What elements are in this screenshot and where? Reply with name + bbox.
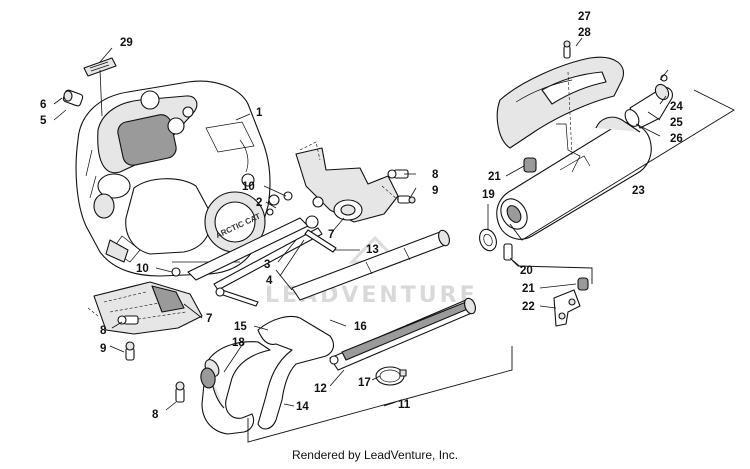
- callout-10-upper: 10: [242, 181, 255, 193]
- callout-26: 26: [670, 133, 683, 145]
- pipe-part-13[interactable]: [291, 229, 451, 301]
- callout-5: 5: [40, 115, 47, 127]
- gasket-part-19[interactable]: [477, 227, 500, 253]
- callout-24: 24: [670, 101, 683, 113]
- callout-8-upper: 8: [432, 169, 439, 181]
- callout-25: 25: [670, 117, 683, 129]
- footer-credit: Rendered by LeadVenture, Inc.: [291, 448, 459, 462]
- callout-3: 3: [264, 259, 270, 271]
- callout-27: 27: [578, 11, 591, 23]
- callout-8-bottom: 8: [152, 409, 159, 421]
- grommet-part-21-upper[interactable]: [523, 157, 537, 173]
- callout-11: 11: [398, 399, 411, 411]
- callout-20: 20: [520, 265, 533, 277]
- mount-part-21-22[interactable]: [553, 277, 589, 327]
- group-bracket-22: [511, 259, 593, 284]
- callout-18: 18: [232, 337, 245, 349]
- spring-part-20[interactable]: [503, 243, 513, 261]
- callout-17: 17: [358, 377, 371, 389]
- bolt-part-4[interactable]: [215, 229, 337, 307]
- callout-9-upper: 9: [432, 185, 438, 197]
- muffler-part-23[interactable]: [496, 116, 652, 240]
- callout-2: 2: [256, 197, 262, 209]
- callout-22: 22: [522, 301, 535, 313]
- callout-4: 4: [266, 275, 273, 287]
- callout-29: 29: [120, 37, 133, 49]
- group-bracket-23: [509, 89, 735, 241]
- callout-1: 1: [256, 107, 263, 119]
- bolt-part-12[interactable]: [329, 355, 339, 365]
- clamp-part-17[interactable]: [375, 366, 407, 386]
- bolt-part-6-5[interactable]: [62, 89, 84, 107]
- leader-lines: [53, 37, 667, 411]
- engine-assembly[interactable]: ARCTIC CAT: [75, 80, 280, 277]
- bolt-part-8-9-lower[interactable]: [117, 315, 139, 361]
- gasket-part-18[interactable]: [199, 367, 216, 389]
- group-bracket-11: [247, 346, 513, 443]
- callout-19: 19: [482, 189, 495, 201]
- callout-28: 28: [578, 27, 591, 39]
- callout-12: 12: [314, 383, 327, 395]
- callout-21-upper: 21: [488, 171, 501, 183]
- callout-labels: 29 6 5 1 8 9 10 2 7 13 3 4 10 7 8 9 15 1…: [40, 11, 683, 421]
- pipe-part-16[interactable]: [329, 297, 477, 371]
- bolt-part-8-lower[interactable]: [175, 381, 185, 403]
- heat-shield-part-27[interactable]: [496, 56, 624, 173]
- spark-arrestor-part-24-26[interactable]: [622, 69, 673, 129]
- callout-16: 16: [354, 321, 367, 333]
- callout-13: 13: [366, 244, 379, 256]
- callout-23: 23: [632, 185, 645, 197]
- screw-part-28[interactable]: [563, 40, 571, 59]
- callout-9-lower: 9: [100, 343, 106, 355]
- callout-7-lower: 7: [206, 313, 212, 325]
- rod-part-3[interactable]: [187, 215, 323, 291]
- group-bracket-13: [275, 269, 293, 291]
- nut-part-10-lower[interactable]: [171, 267, 181, 277]
- callout-21-lower: 21: [522, 283, 535, 295]
- pipe-part-14[interactable]: [201, 315, 335, 435]
- callout-15: 15: [234, 321, 247, 333]
- callout-7-upper: 7: [328, 229, 334, 241]
- callout-8-lower: 8: [100, 325, 107, 337]
- decal-part[interactable]: [83, 57, 117, 77]
- callout-14: 14: [296, 401, 309, 413]
- callout-10-lower: 10: [136, 263, 149, 275]
- bolt-part-8-9-upper[interactable]: [381, 169, 416, 204]
- bracket-part-7-upper[interactable]: [295, 141, 399, 223]
- callout-6: 6: [40, 99, 46, 111]
- nut-part-10-upper[interactable]: [283, 191, 324, 208]
